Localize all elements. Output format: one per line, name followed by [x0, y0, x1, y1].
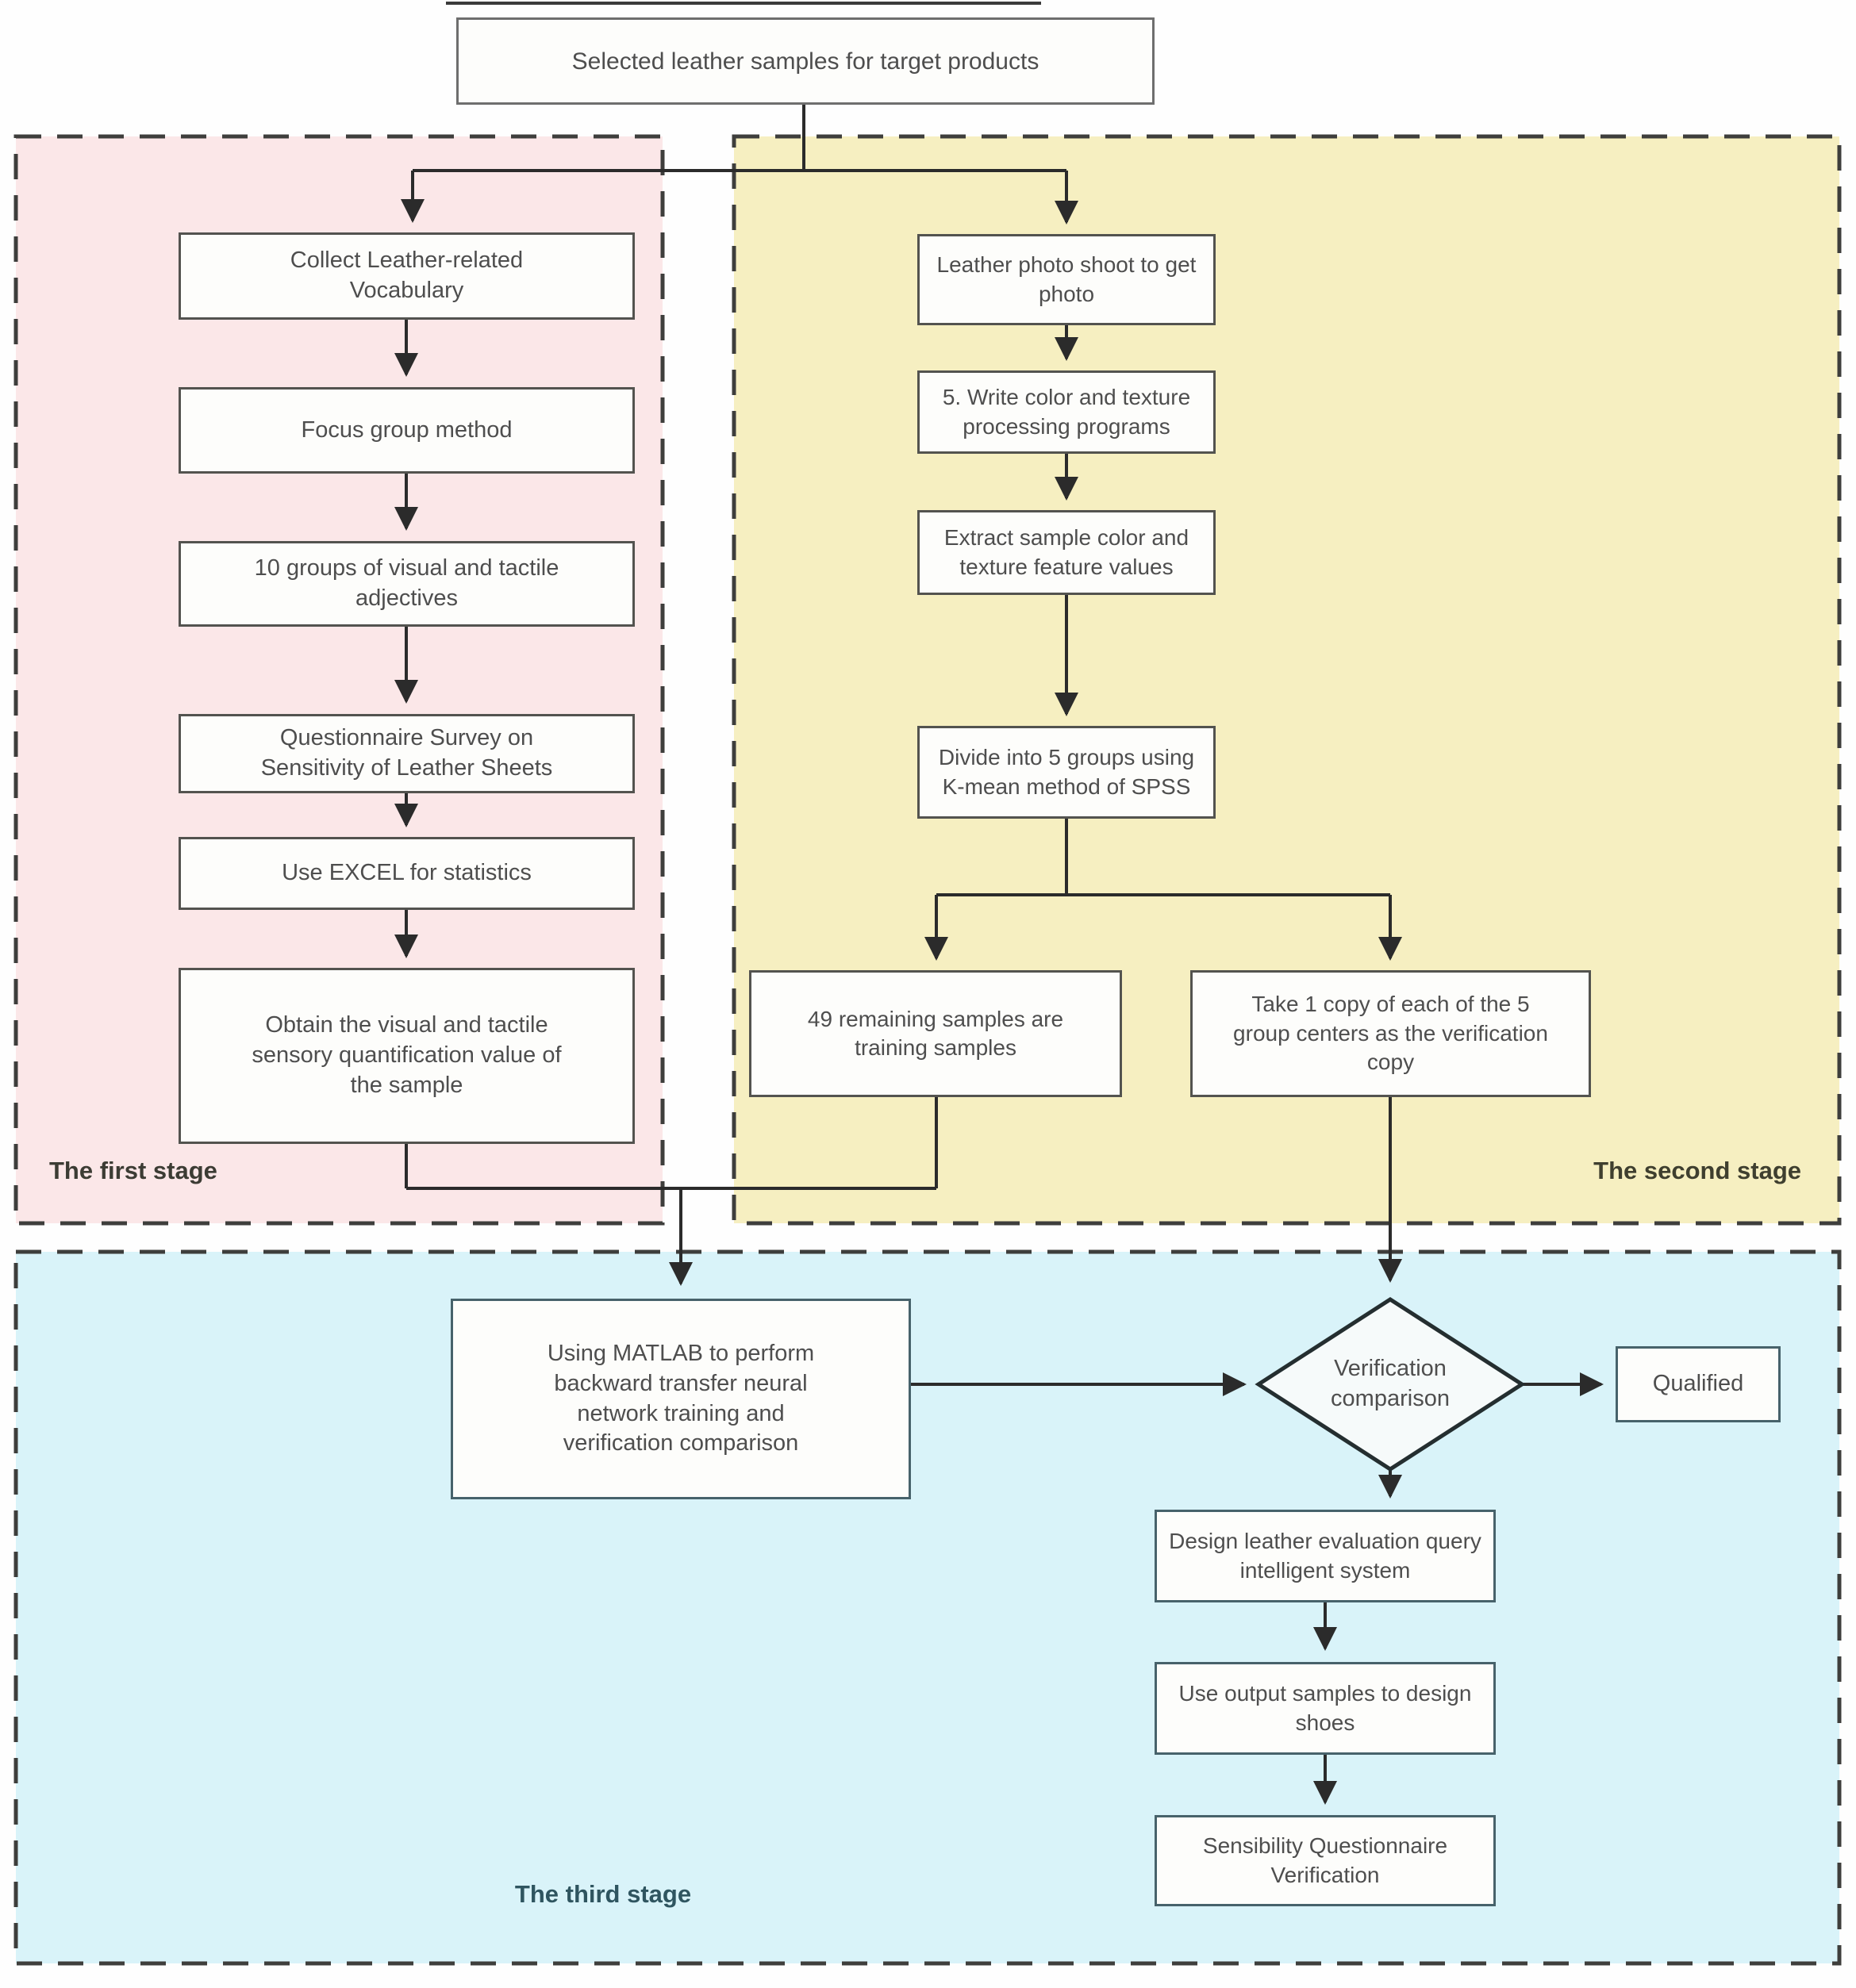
flow-box-sensibility-verification: Sensibility Questionnaire Verification	[1155, 1815, 1496, 1906]
flow-box-verification-copy: Take 1 copy of each of the 5 group cente…	[1190, 970, 1591, 1097]
flow-box-design-intelligent-system: Design leather evaluation query intellig…	[1155, 1510, 1496, 1602]
stage-three-region	[16, 1252, 1839, 1963]
flow-box-design-shoes: Use output samples to design shoes	[1155, 1662, 1496, 1755]
stage-two-label: The second stage	[1593, 1157, 1801, 1184]
flow-box-leather-photo-shoot: Leather photo shoot to get photo	[917, 234, 1216, 325]
stage-one-label: The first stage	[49, 1157, 217, 1184]
flow-box-sensory-quantification: Obtain the visual and tactile sensory qu…	[179, 968, 635, 1144]
flow-box-kmean-groups: Divide into 5 groups using K-mean method…	[917, 726, 1216, 819]
flow-box-matlab-training: Using MATLAB to perform backward transfe…	[451, 1299, 911, 1499]
flow-box-selected-samples: Selected leather samples for target prod…	[456, 17, 1155, 105]
stage-three-label: The third stage	[514, 1880, 692, 1908]
flow-box-training-samples: 49 remaining samples are training sample…	[749, 970, 1122, 1097]
flow-box-adjective-groups: 10 groups of visual and tactile adjectiv…	[179, 541, 635, 627]
flow-box-qualified: Qualified	[1616, 1346, 1781, 1422]
flow-box-excel-statistics: Use EXCEL for statistics	[179, 837, 635, 910]
flow-box-collect-vocabulary: Collect Leather-related Vocabulary	[179, 232, 635, 320]
flow-box-focus-group: Focus group method	[179, 387, 635, 474]
flow-box-write-programs: 5. Write color and texture processing pr…	[917, 370, 1216, 454]
decision-diamond-label: Verification comparison	[1331, 1356, 1450, 1411]
flow-box-extract-features: Extract sample color and texture feature…	[917, 510, 1216, 595]
flow-box-questionnaire-survey: Questionnaire Survey on Sensitivity of L…	[179, 714, 635, 793]
